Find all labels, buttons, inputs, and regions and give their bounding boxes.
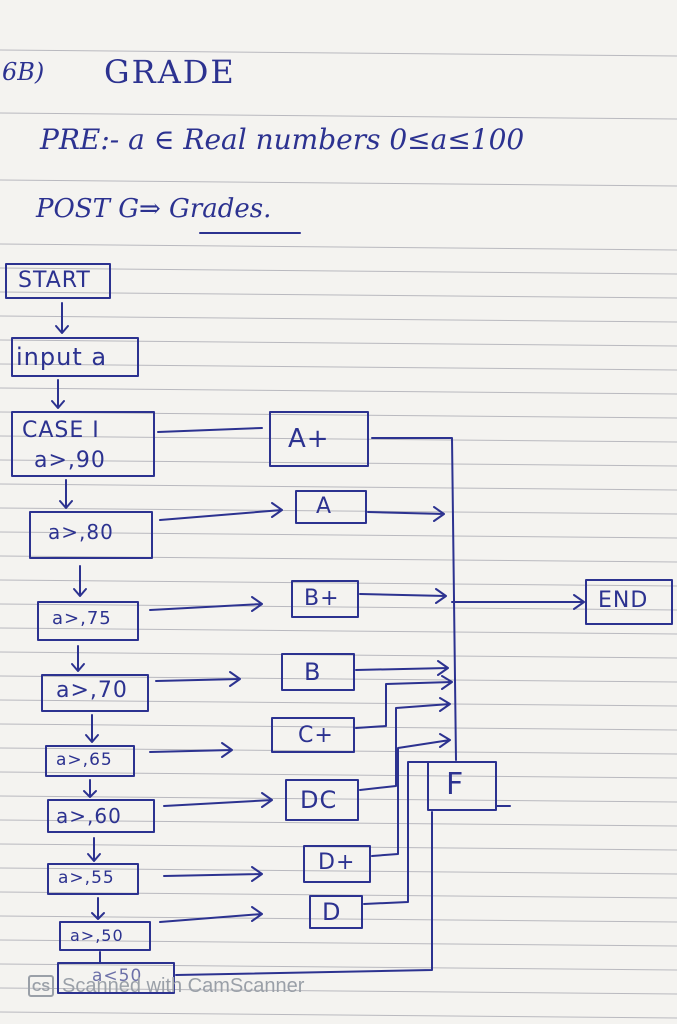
arrow-to-grade-6 (163, 792, 273, 808)
start-label: START (18, 268, 91, 293)
grade-box-d-plus (303, 845, 371, 883)
arrow-start-input (55, 302, 69, 334)
condition-box-8 (59, 921, 151, 951)
condition-box-2 (29, 511, 153, 559)
condition-label-1: a>,90 (34, 448, 106, 473)
condition-box-9 (57, 962, 175, 994)
arrow-to-grade-5 (149, 742, 233, 758)
collector-dc (359, 697, 451, 791)
page-title: GRADE (104, 53, 236, 91)
camscanner-logo-icon: CS (28, 975, 54, 997)
grade-box-f (427, 761, 497, 811)
arrow-down-7 (91, 897, 105, 920)
condition-label-8: a>,50 (70, 926, 124, 945)
condition-box-3 (37, 601, 139, 641)
grade-box-dc (285, 779, 359, 821)
start-box (5, 263, 111, 299)
grade-label-dc: DC (300, 786, 338, 814)
camscanner-text: Scanned with CamScanner (62, 974, 305, 997)
collector-c-plus (355, 675, 453, 729)
collector-b-plus (359, 588, 447, 604)
input-label: input a (16, 343, 108, 371)
end-label: END (598, 588, 649, 613)
input-box (11, 337, 139, 377)
collector-d (363, 761, 429, 905)
question-number: 6B) (2, 58, 45, 86)
grade-box-a (295, 490, 367, 524)
condition-label-6: a>,60 (56, 804, 122, 828)
condition-box-1 (11, 411, 155, 477)
arrow-down-2 (73, 565, 87, 597)
grade-box-b-plus (291, 580, 359, 618)
condition-label-3: a>,75 (52, 608, 112, 629)
grade-box-c-plus (271, 717, 355, 753)
arrow-input-case (51, 379, 65, 409)
condition-label-2: a>,80 (48, 520, 114, 544)
arrow-down-3 (71, 645, 85, 672)
arrow-to-grade-4 (155, 671, 241, 687)
condition-box-7 (47, 863, 139, 895)
condition-label-9: a<50 (92, 966, 143, 986)
grade-label-f: F (446, 767, 465, 802)
collector-b (355, 660, 449, 676)
arrow-to-grade-3 (149, 596, 263, 612)
condition-box-5 (45, 745, 135, 777)
grade-label-c-plus: C+ (298, 723, 334, 748)
collector-a-plus (371, 437, 457, 761)
collector-a (367, 506, 445, 522)
precondition-text: PRE:- a ∈ Real numbers 0≤a≤100 (40, 123, 525, 156)
grade-label-b-plus: B+ (304, 586, 340, 611)
arrow-down-4 (85, 714, 99, 743)
postcondition-text: POST G⇒ Grades. (36, 194, 272, 224)
arrow-down-1 (59, 479, 73, 509)
condition-label-7: a>,55 (58, 868, 115, 888)
arrow-to-grade-8 (159, 906, 263, 923)
case-label: CASE I (22, 418, 100, 443)
condition-box-6 (47, 799, 155, 833)
camscanner-watermark: CS Scanned with CamScanner (28, 972, 304, 1000)
end-box (585, 579, 673, 625)
arrow-to-end (451, 594, 585, 610)
arrow-to-grade-7 (163, 866, 263, 882)
grade-label-b: B (304, 658, 322, 686)
arrow-down-5 (83, 779, 97, 798)
grade-label-a: A (316, 494, 333, 519)
grade-box-d (309, 895, 363, 929)
condition-label-4: a>,70 (56, 678, 128, 703)
arrow-to-grade-2 (159, 502, 283, 521)
line-to-grade-f (175, 811, 433, 976)
collector-d-plus (371, 733, 451, 857)
grade-label-a-plus: A+ (288, 424, 330, 454)
arrow-down-6 (87, 837, 101, 862)
grade-label-d: D (322, 898, 342, 926)
arrow-to-grade-1 (157, 427, 263, 433)
grade-box-b (281, 653, 355, 691)
condition-label-5: a>,65 (56, 750, 113, 770)
grade-label-d-plus: D+ (318, 850, 356, 875)
grade-box-a-plus (269, 411, 369, 467)
condition-box-4 (41, 674, 149, 712)
